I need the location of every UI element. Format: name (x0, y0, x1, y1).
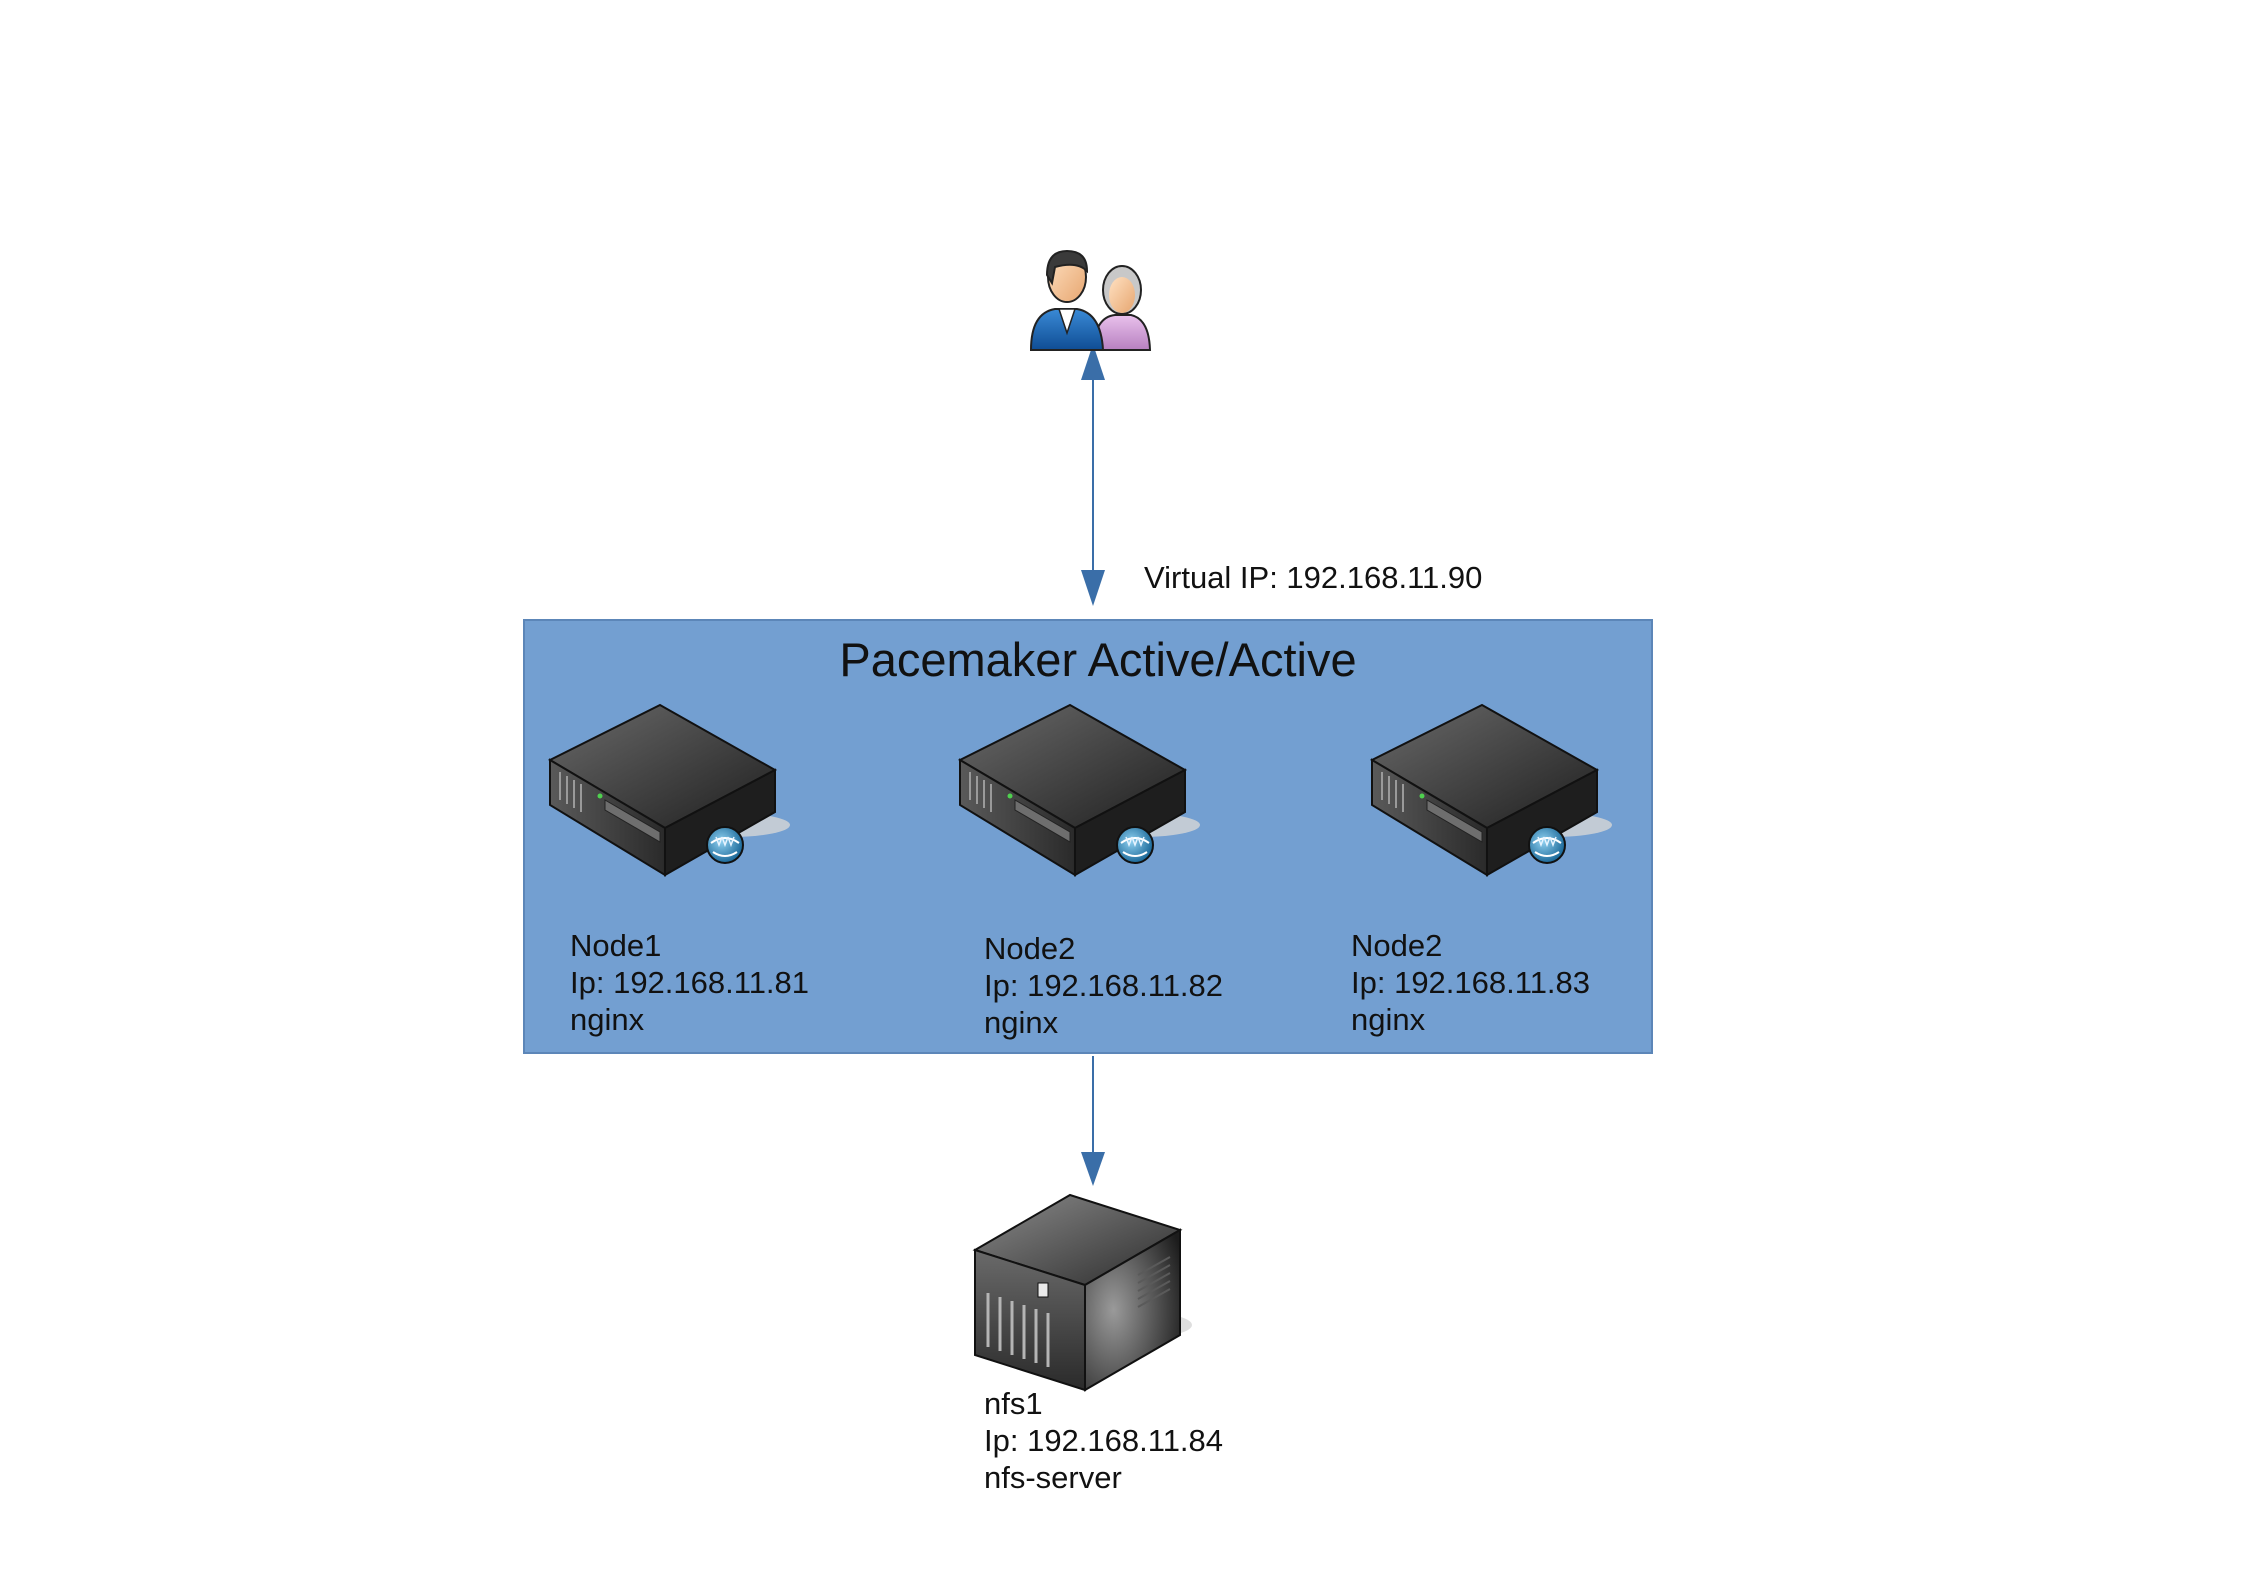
node-name: Node2 (1351, 928, 1443, 963)
node-ip: Ip: 192.168.11.82 (984, 968, 1224, 1003)
cluster-to-nfs-connector (1081, 1056, 1105, 1186)
node-label: Node2 Ip: 192.168.11.83 nginx (1351, 927, 1590, 1038)
node-ip: Ip: 192.168.11.81 (570, 965, 810, 1000)
web-server-icon (545, 700, 795, 885)
web-server-icon (1367, 700, 1617, 885)
nfs-service: nfs-server (984, 1460, 1122, 1495)
virtual-ip-label: Virtual IP: 192.168.11.90 (1144, 560, 1483, 595)
users-to-cluster-connector (1081, 344, 1105, 606)
users-icon (1025, 245, 1155, 355)
nfs-name: nfs1 (984, 1386, 1043, 1421)
node-service: nginx (570, 1002, 645, 1037)
cluster-title: Pacemaker Active/Active (839, 633, 1357, 686)
node-service: nginx (984, 1005, 1059, 1040)
nfs-label: nfs1 Ip: 192.168.11.84 nfs-server (984, 1385, 1223, 1496)
node-ip: Ip: 192.168.11.83 (1351, 965, 1591, 1000)
node-label: Node2 Ip: 192.168.11.82 nginx (984, 930, 1223, 1041)
node-label: Node1 Ip: 192.168.11.81 nginx (570, 927, 809, 1038)
node-service: nginx (1351, 1002, 1426, 1037)
node-name: Node1 (570, 928, 662, 963)
node-name: Node2 (984, 931, 1076, 966)
nfs-ip: Ip: 192.168.11.84 (984, 1423, 1224, 1458)
web-server-icon (955, 700, 1205, 885)
tower-server-icon (970, 1175, 1205, 1395)
